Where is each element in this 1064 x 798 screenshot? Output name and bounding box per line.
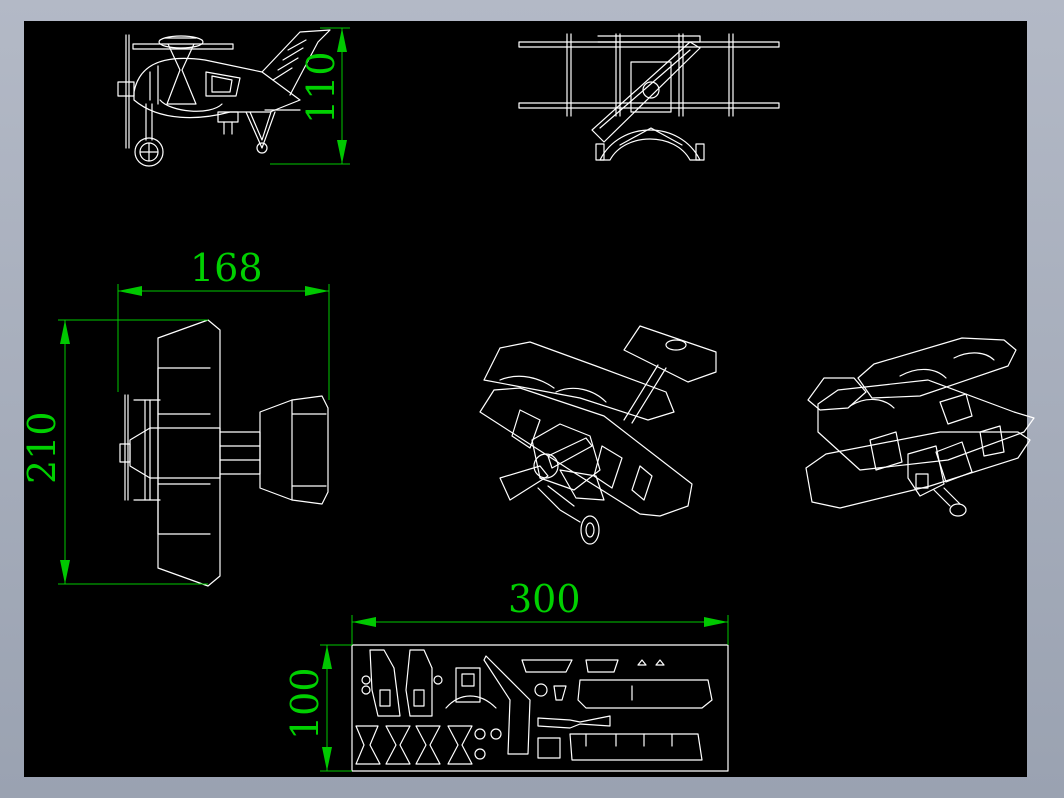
- dimension-110-label: 110: [299, 51, 343, 124]
- cad-drawing-canvas[interactable]: [24, 21, 1027, 777]
- dimension-210-label: 210: [20, 411, 64, 484]
- top-view[interactable]: 168 210: [20, 246, 330, 587]
- front-view[interactable]: [518, 33, 780, 161]
- dimension-300-label: 300: [508, 577, 581, 621]
- parts-sheet[interactable]: 300 100: [283, 577, 729, 772]
- isometric-view-left[interactable]: [479, 325, 717, 545]
- isometric-view-right[interactable]: [805, 337, 1035, 517]
- dimension-100-label: 100: [283, 667, 327, 740]
- dimension-168-label: 168: [190, 246, 263, 290]
- side-view[interactable]: 110: [117, 27, 350, 167]
